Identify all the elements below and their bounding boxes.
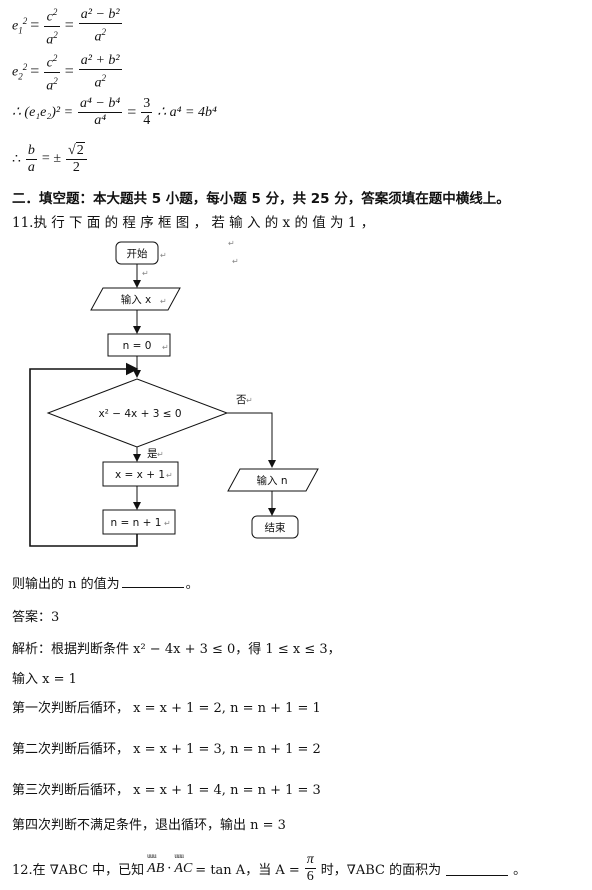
no-label: 否: [236, 394, 247, 406]
fraction-pi-6: π 6: [304, 852, 316, 884]
formula-e1: e12 = c2 a2 = a² − b² a2: [12, 4, 124, 48]
return-mark: ↵: [228, 239, 235, 248]
fraction-e1-value: a² − b² a2: [78, 6, 122, 45]
loop-back-line: [29, 362, 139, 547]
answer-blank-q12[interactable]: [446, 861, 509, 876]
vector-ac: AC: [174, 852, 192, 877]
question-11-prompt: 11.执 行 下 面 的 程 序 框 图 ， 若 输 入 的 x 的 值 为 1…: [12, 215, 375, 231]
formula-product: ∴ (e₁e₂)² = a⁴ − b⁴ a⁴ = 3 4 ∴ a⁴ = 4b⁴: [12, 96, 217, 128]
return-mark: ↵: [232, 257, 239, 266]
output-n-label: 输入 n: [257, 474, 288, 487]
loop-line-4: 第四次判断不满足条件，退出循环，输出 n = 3: [12, 818, 286, 833]
answer-blank[interactable]: [121, 573, 184, 588]
fraction-product: a⁴ − b⁴ a⁴: [78, 96, 123, 128]
init-n-process: [107, 333, 171, 357]
fraction-c2-a2: c2 a2: [44, 4, 60, 48]
fraction-b-a: b a: [25, 142, 37, 175]
fraction-e2-value: a² + b² a2: [78, 52, 122, 91]
vector-ab: AB: [147, 852, 164, 877]
return-mark: ↵: [157, 450, 164, 459]
return-mark: ↵: [160, 297, 167, 306]
input-line: 输入 x = 1: [12, 672, 77, 687]
input-x-parallelogram: [90, 287, 181, 311]
question-11-output-line: 则输出的 n 的值为。: [12, 573, 199, 592]
flowchart: 开始 输入 x n = 0 x² − 4x + 3 ≤ 0 是 否 x = x …: [29, 239, 319, 547]
start-label: 开始: [127, 247, 148, 260]
return-mark: ↵: [166, 471, 173, 480]
step-n-label: n = n + 1: [111, 517, 162, 529]
fraction-c2-a2-second: c2 a2: [44, 50, 60, 94]
return-mark: ↵: [160, 251, 167, 260]
answer-line: 答案：3: [12, 610, 60, 625]
return-mark: ↵: [142, 269, 149, 278]
condition-label: x² − 4x + 3 ≤ 0: [98, 408, 181, 420]
question-12: 12.在 ∇ABC 中，已知 AB · AC = tan A，当 A = π 6…: [12, 852, 526, 885]
yes-label: 是: [147, 448, 158, 460]
formula-e2: e22 = c2 a2 = a² + b² a2: [12, 50, 124, 94]
step-x-process: [102, 461, 179, 487]
end-label: 结束: [265, 521, 286, 534]
step-x-label: x = x + 1: [115, 469, 165, 481]
arrow-no-branch: [227, 412, 276, 468]
fraction-root2-over-2: √2 2: [66, 142, 87, 176]
init-n-label: n = 0: [123, 340, 152, 352]
analysis-line: 解析：根据判断条件 x² − 4x + 3 ≤ 0，得 1 ≤ x ≤ 3，: [12, 642, 341, 657]
loop-line-1: 第一次判断后循环， x = x + 1 = 2, n = n + 1 = 1: [12, 701, 321, 716]
fraction-three-quarters: 3 4: [141, 96, 153, 128]
end-terminal: [251, 515, 299, 539]
output-n-parallelogram: [227, 468, 319, 492]
step-n-process: [102, 509, 176, 535]
loop-line-2: 第二次判断后循环， x = x + 1 = 3, n = n + 1 = 2: [12, 742, 321, 757]
return-mark: ↵: [164, 519, 171, 528]
input-x-label: 输入 x: [121, 293, 152, 306]
loop-line-3: 第三次判断后循环， x = x + 1 = 4, n = n + 1 = 3: [12, 783, 321, 798]
return-mark: ↵: [162, 343, 169, 352]
section-heading: 二．填空题：本大题共 5 小题，每小题 5 分，共 25 分，答案须填在题中横线…: [12, 191, 510, 207]
formula-ratio: ∴ b a = ± √2 2: [12, 142, 89, 176]
return-mark: ↵: [246, 396, 253, 405]
